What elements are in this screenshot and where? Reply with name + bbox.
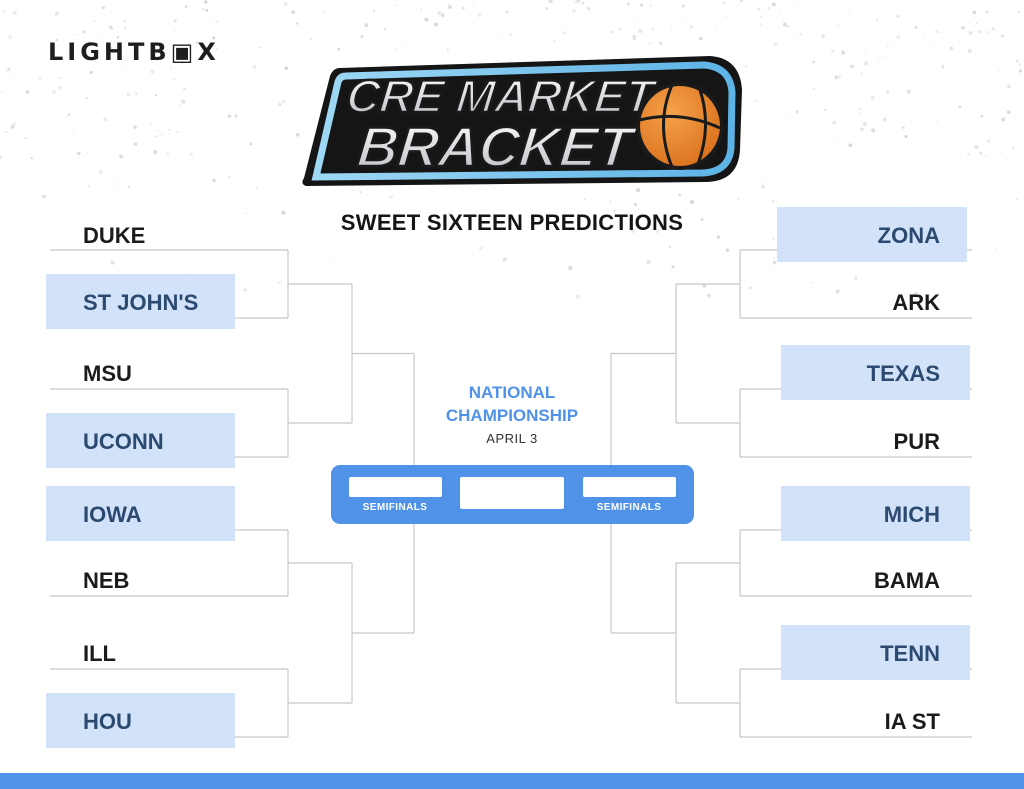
- team-slot-right-1[interactable]: ZONA: [877, 223, 940, 248]
- team-slot-right-3[interactable]: TEXAS: [866, 361, 940, 386]
- team-slot-right-5[interactable]: MICH: [883, 502, 940, 527]
- team-highlight-left-5: [46, 486, 235, 541]
- team-slot-left-8[interactable]: HOU: [83, 709, 132, 734]
- championship-line2: CHAMPIONSHIP: [445, 406, 579, 425]
- semifinal-left-slot[interactable]: [349, 477, 442, 497]
- team-highlight-right-7: [781, 625, 970, 680]
- team-slot-left-7[interactable]: ILL: [83, 641, 116, 666]
- team-slot-left-4[interactable]: UCONN: [83, 429, 164, 454]
- page-title: SWEET SIXTEEN PREDICTIONS: [340, 210, 684, 235]
- team-slot-right-8[interactable]: IA ST: [884, 709, 940, 734]
- championship-line1: NATIONAL: [468, 383, 556, 402]
- team-slot-right-2[interactable]: ARK: [892, 290, 940, 315]
- bottom-accent-band: [0, 773, 1024, 789]
- team-slot-left-1[interactable]: DUKE: [83, 223, 146, 248]
- team-highlight-right-3: [781, 345, 970, 400]
- badge-line2: BRACKET: [355, 115, 640, 178]
- championship-date: APRIL 3: [486, 431, 538, 446]
- bracket-logo-badge: CRE MARKET BRACKET: [302, 56, 742, 186]
- team-highlight-right-5: [781, 486, 970, 541]
- team-slot-right-4[interactable]: PUR: [893, 429, 940, 454]
- brand-logo: LIGHTB▣X: [48, 38, 220, 66]
- team-highlight-left-4: [46, 413, 235, 468]
- team-slot-left-3[interactable]: MSU: [83, 361, 132, 386]
- team-highlight-right-1: [777, 207, 967, 262]
- semifinal-right-label: SEMIFINALS: [596, 502, 662, 513]
- team-highlight-left-2: [46, 274, 235, 329]
- team-highlight-left-8: [46, 693, 235, 748]
- champion-slot[interactable]: [460, 477, 564, 509]
- semifinal-left-label: SEMIFINALS: [362, 502, 428, 513]
- team-slot-left-6[interactable]: NEB: [83, 568, 130, 593]
- championship-bar: SEMIFINALS SEMIFINALS: [331, 465, 694, 524]
- badge-line1: CRE MARKET: [344, 70, 660, 122]
- basketball-icon: [636, 82, 724, 170]
- team-slot-left-2[interactable]: ST JOHN'S: [83, 290, 199, 315]
- team-slot-right-7[interactable]: TENN: [880, 641, 940, 666]
- team-slot-left-5[interactable]: IOWA: [83, 502, 142, 527]
- team-slot-right-6[interactable]: BAMA: [874, 568, 940, 593]
- semifinal-right-slot[interactable]: [583, 477, 676, 497]
- championship-heading: NATIONAL CHAMPIONSHIP: [412, 381, 612, 427]
